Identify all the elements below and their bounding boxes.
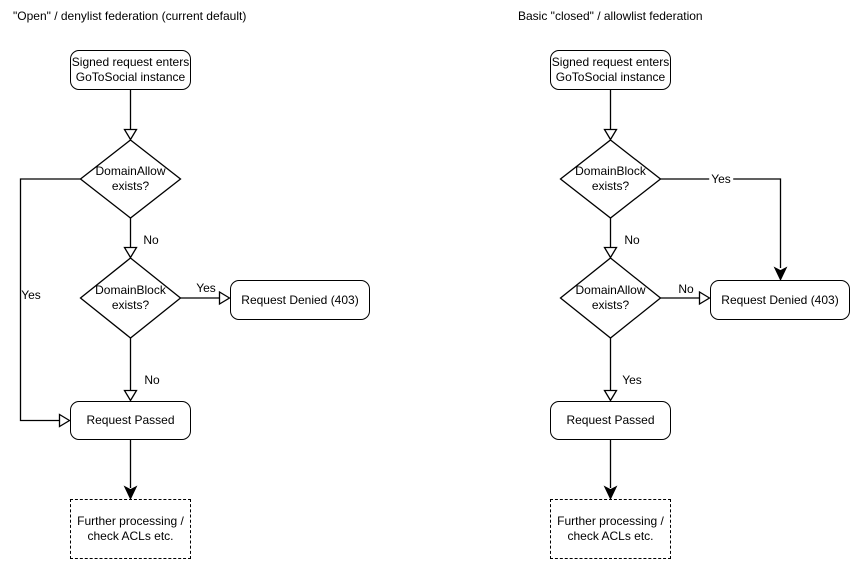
open-arrowhead (698, 290, 711, 306)
left-request-denied-node: Request Denied (403) (230, 280, 370, 320)
right-allow-yes-label: Yes (622, 373, 642, 387)
left-edge-domainallow-yes-to-passed (19, 178, 81, 422)
open-arrowhead (123, 128, 138, 141)
node-text-line: check ACLs etc. (87, 529, 174, 543)
left-allow-no-label: No (143, 233, 159, 247)
left-allow-yes-label: Yes (21, 288, 41, 302)
node-text-line: Request Denied (403) (241, 292, 359, 307)
right-domainallow-diamond (559, 257, 662, 339)
node-text-line: Request Denied (403) (721, 292, 839, 307)
right-flow-connectors (609, 90, 782, 488)
node-text-line: Further processing / (77, 514, 184, 528)
left-open-arrowheads (58, 128, 231, 428)
node-text-line: GoToSocial instance (75, 70, 186, 84)
open-arrowhead (58, 413, 71, 428)
filled-arrowhead (603, 485, 618, 501)
filled-arrowhead (773, 266, 788, 282)
right-open-arrowheads (603, 128, 711, 402)
left-block-yes-label: Yes (196, 281, 216, 295)
right-start-node: Signed request enters GoToSocial instanc… (550, 50, 671, 90)
left-domainblock-diamond (79, 257, 182, 339)
left-flow-connectors (19, 90, 220, 488)
node-text-line: Signed request enters (71, 55, 190, 69)
right-further-processing-node: Further processing / check ACLs etc. (550, 499, 671, 559)
node-text-line: Further processing / (557, 514, 664, 528)
open-arrowhead (603, 389, 618, 402)
filled-arrowhead (123, 485, 138, 501)
open-arrowhead (123, 246, 138, 259)
right-request-passed-node: Request Passed (550, 401, 671, 440)
right-edge-domainblock-yes-to-denied (660, 178, 782, 268)
left-domainallow-diamond (79, 139, 182, 219)
node-text-line: Request Passed (86, 413, 175, 427)
right-allow-no-label: No (678, 282, 694, 296)
right-request-denied-node: Request Denied (403) (710, 280, 850, 320)
node-text-line: GoToSocial instance (555, 70, 666, 84)
left-start-node: Signed request enters GoToSocial instanc… (70, 50, 191, 90)
node-text-line: Signed request enters (551, 55, 670, 69)
right-chart-title: Basic "closed" / allowlist federation (518, 9, 703, 23)
left-chart-title: "Open" / denylist federation (current de… (13, 9, 247, 23)
left-further-processing-node: Further processing / check ACLs etc. (70, 499, 191, 559)
node-text-line: Request Passed (566, 413, 655, 427)
left-request-passed-node: Request Passed (70, 401, 191, 440)
node-text-line: check ACLs etc. (567, 529, 654, 543)
open-arrowhead (603, 246, 618, 259)
right-block-no-label: No (624, 233, 640, 247)
left-block-no-label: No (144, 373, 160, 387)
open-arrowhead (123, 389, 138, 402)
right-block-yes-label: Yes (709, 172, 733, 186)
right-domainblock-diamond (559, 139, 662, 219)
open-arrowhead (218, 290, 231, 306)
open-arrowhead (603, 128, 618, 141)
